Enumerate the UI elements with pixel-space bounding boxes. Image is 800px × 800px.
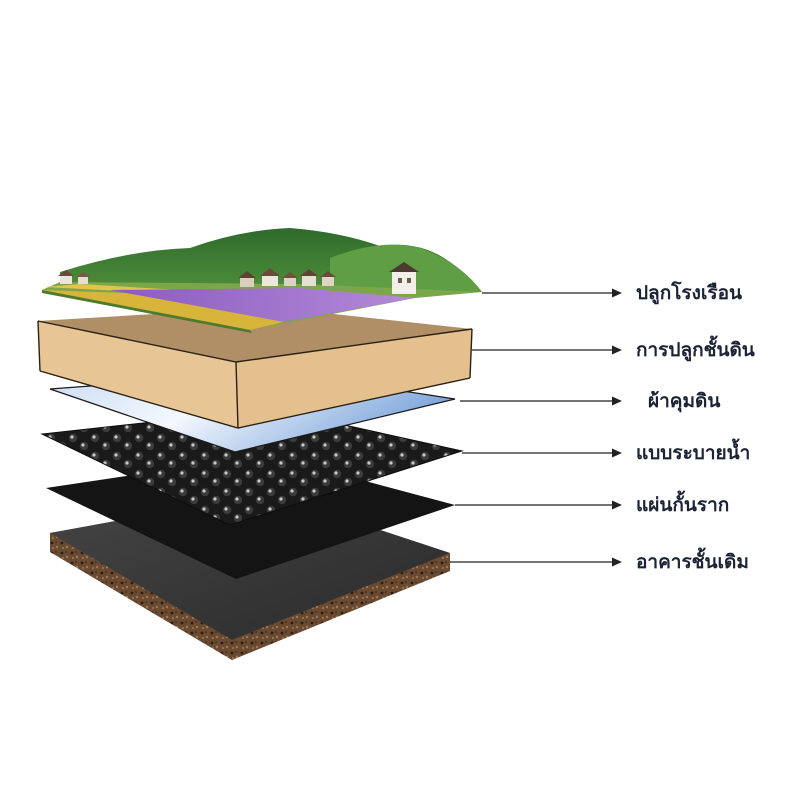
label-root-barrier: แผ่นกั้นราก	[636, 494, 730, 516]
label-drainage-board: แบบระบายน้ำ	[636, 442, 751, 464]
label-green-roof: ปลูกโรงเรือน	[636, 282, 742, 304]
green-roof-layer	[42, 228, 482, 333]
label-existing-roof: อาคารชั้นเดิม	[636, 551, 749, 573]
label-soil: การปลูกชั้นดิน	[636, 339, 755, 361]
village-icon	[58, 262, 419, 294]
label-filter-fabric: ผ้าคุมดิน	[648, 390, 721, 412]
pointer-arrows	[450, 288, 622, 567]
soil-layer	[37, 307, 473, 429]
